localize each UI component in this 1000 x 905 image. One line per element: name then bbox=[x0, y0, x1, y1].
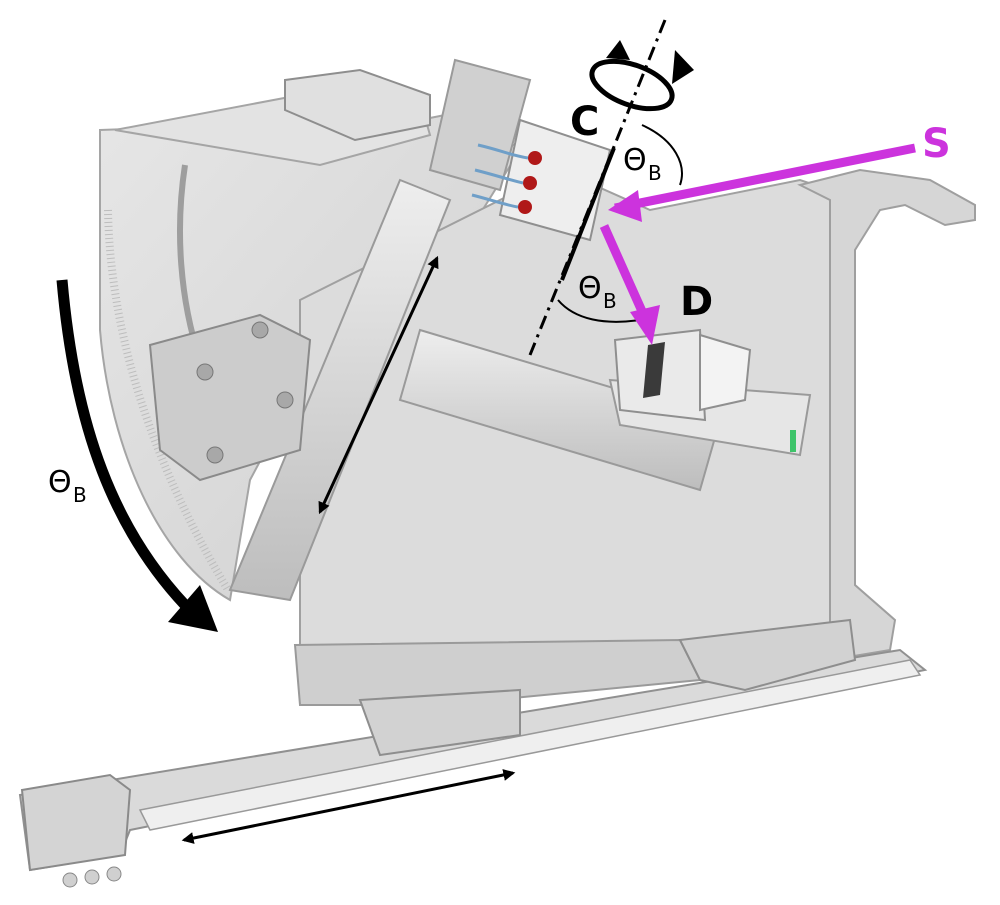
crystal-connectors bbox=[471, 143, 542, 214]
theta-label-upper: Θ B bbox=[623, 143, 662, 185]
theta-label-left: Θ B bbox=[48, 465, 87, 507]
stage-travel-arrow bbox=[181, 769, 516, 844]
diffracted-beam bbox=[599, 224, 650, 320]
label-source: S bbox=[922, 121, 951, 167]
sledge-plate bbox=[293, 638, 702, 706]
svg-text:Θ: Θ bbox=[578, 271, 602, 306]
crystal-plane bbox=[560, 147, 616, 281]
stage-motor-box bbox=[20, 773, 132, 872]
linear-stage-carriage-left bbox=[358, 688, 521, 757]
svg-text:Θ: Θ bbox=[48, 465, 72, 500]
bidirectional-arrow-icon bbox=[318, 255, 439, 515]
stage-motor-connectors bbox=[62, 866, 122, 888]
rotation-arrow-icon bbox=[589, 40, 694, 112]
theta-arc-upper bbox=[641, 124, 683, 186]
detector-body bbox=[699, 333, 752, 412]
diagonal-arm-top bbox=[428, 58, 532, 192]
green-indicator bbox=[790, 430, 796, 452]
linear-stage-carriage-right bbox=[678, 618, 857, 692]
theta-label-lower: Θ B bbox=[578, 271, 617, 313]
top-control-box bbox=[284, 68, 431, 142]
detector-window bbox=[643, 342, 665, 398]
theta-arc-lower bbox=[557, 299, 641, 323]
label-crystal: C bbox=[570, 99, 599, 145]
incident-beam-head bbox=[608, 190, 642, 222]
incident-beam bbox=[614, 143, 916, 213]
svg-text:Θ: Θ bbox=[623, 143, 647, 178]
annotations: S C D Θ B Θ B Θ B bbox=[48, 19, 951, 844]
svg-text:B: B bbox=[603, 289, 617, 313]
machine-body bbox=[18, 58, 976, 888]
svg-text:B: B bbox=[73, 483, 87, 507]
label-detector: D bbox=[680, 279, 713, 325]
curved-arrow-icon bbox=[56, 279, 190, 609]
svg-text:B: B bbox=[648, 161, 662, 185]
curved-arrow-head bbox=[168, 585, 218, 632]
rotation-motor bbox=[148, 313, 312, 482]
diffracted-beam-head bbox=[630, 305, 660, 345]
